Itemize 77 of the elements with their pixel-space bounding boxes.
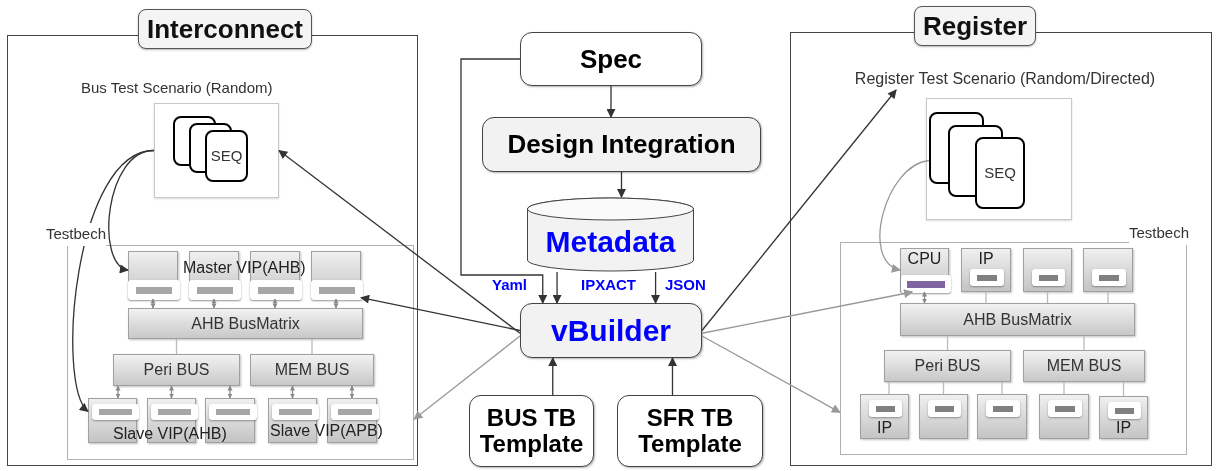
connector-line [175,338,178,355]
connector-line [1122,381,1125,397]
connector-line [1046,291,1049,304]
connector-line [1083,335,1085,351]
ip-block [1039,394,1089,439]
connector-line [1107,291,1109,304]
arrow [651,271,661,304]
ip-block [919,394,968,439]
process-box: Design Integration [482,117,761,172]
ip-block [1099,396,1148,439]
arrow [413,335,521,420]
ip-block [900,248,949,292]
group-label: Slave VIP(AHB) [113,425,227,443]
edge-label: IPXACT [580,277,637,293]
arrow [115,385,121,399]
ip-block [961,248,1011,292]
arrow [668,357,677,396]
bus-bar: AHB BusMatrix [900,303,1135,336]
arrow [278,149,521,334]
block-label: CPU [906,249,943,269]
arrow [72,149,155,413]
process-box: SFR TB Template [617,395,763,467]
panel-title: Register [914,6,1037,46]
arrow [552,271,562,304]
edge-label: JSON [664,277,707,293]
ip-block [311,251,361,299]
connector-line [942,381,945,395]
arrow [922,291,927,304]
sequence-card: SEQ [975,137,1025,209]
connector-line [888,381,890,395]
process-box: BUS TB Template [469,395,594,467]
ip-block [128,251,178,299]
group-label: Master VIP(AHB) [183,259,306,277]
arrow [617,171,626,198]
ip-block [1023,248,1072,292]
edge-label: Yaml [491,277,529,293]
panel-title: Interconnect [138,9,313,49]
database-cylinder: Metadata [527,197,694,272]
ip-block [860,394,909,439]
testbench-label: Testbech [46,223,107,246]
arrow [879,159,930,271]
arrow [548,357,558,396]
connector-line [1001,381,1003,395]
ip-block [1083,248,1133,292]
process-box: Spec [520,32,702,86]
bus-bar: Peri BUS [113,354,240,386]
sequence-card: SEQ [205,130,248,182]
bus-bar: MEM BUS [250,354,374,386]
arrow [606,85,616,118]
arrow [211,298,217,309]
bus-bar: Peri BUS [884,350,1011,382]
connector-line [1063,381,1065,395]
arrow [701,335,841,414]
block-label: IP [1114,418,1133,438]
arrow [701,89,897,332]
scenario-box [926,98,1072,220]
arrow [333,298,339,309]
group-label: Slave VIP(APB) [270,422,383,440]
block-label: IP [977,249,995,269]
bus-bar: AHB BusMatrix [128,308,363,339]
connector-line [946,335,949,351]
arrow [227,385,233,399]
connector-line [985,291,987,304]
bus-bar: MEM BUS [1023,350,1145,382]
arrow [169,385,174,399]
scenario-title: Register Test Scenario (Random/Directed) [840,68,1170,90]
arrow [460,58,548,304]
arrow [360,294,521,332]
arrow [272,298,278,309]
block-label: IP [875,418,894,438]
arrow [349,385,355,399]
connector-line [311,338,313,355]
arrow [150,298,156,309]
process-box: vBuilder [520,303,702,358]
arrow [701,289,914,334]
ip-block [977,394,1027,439]
arrow [290,385,295,399]
